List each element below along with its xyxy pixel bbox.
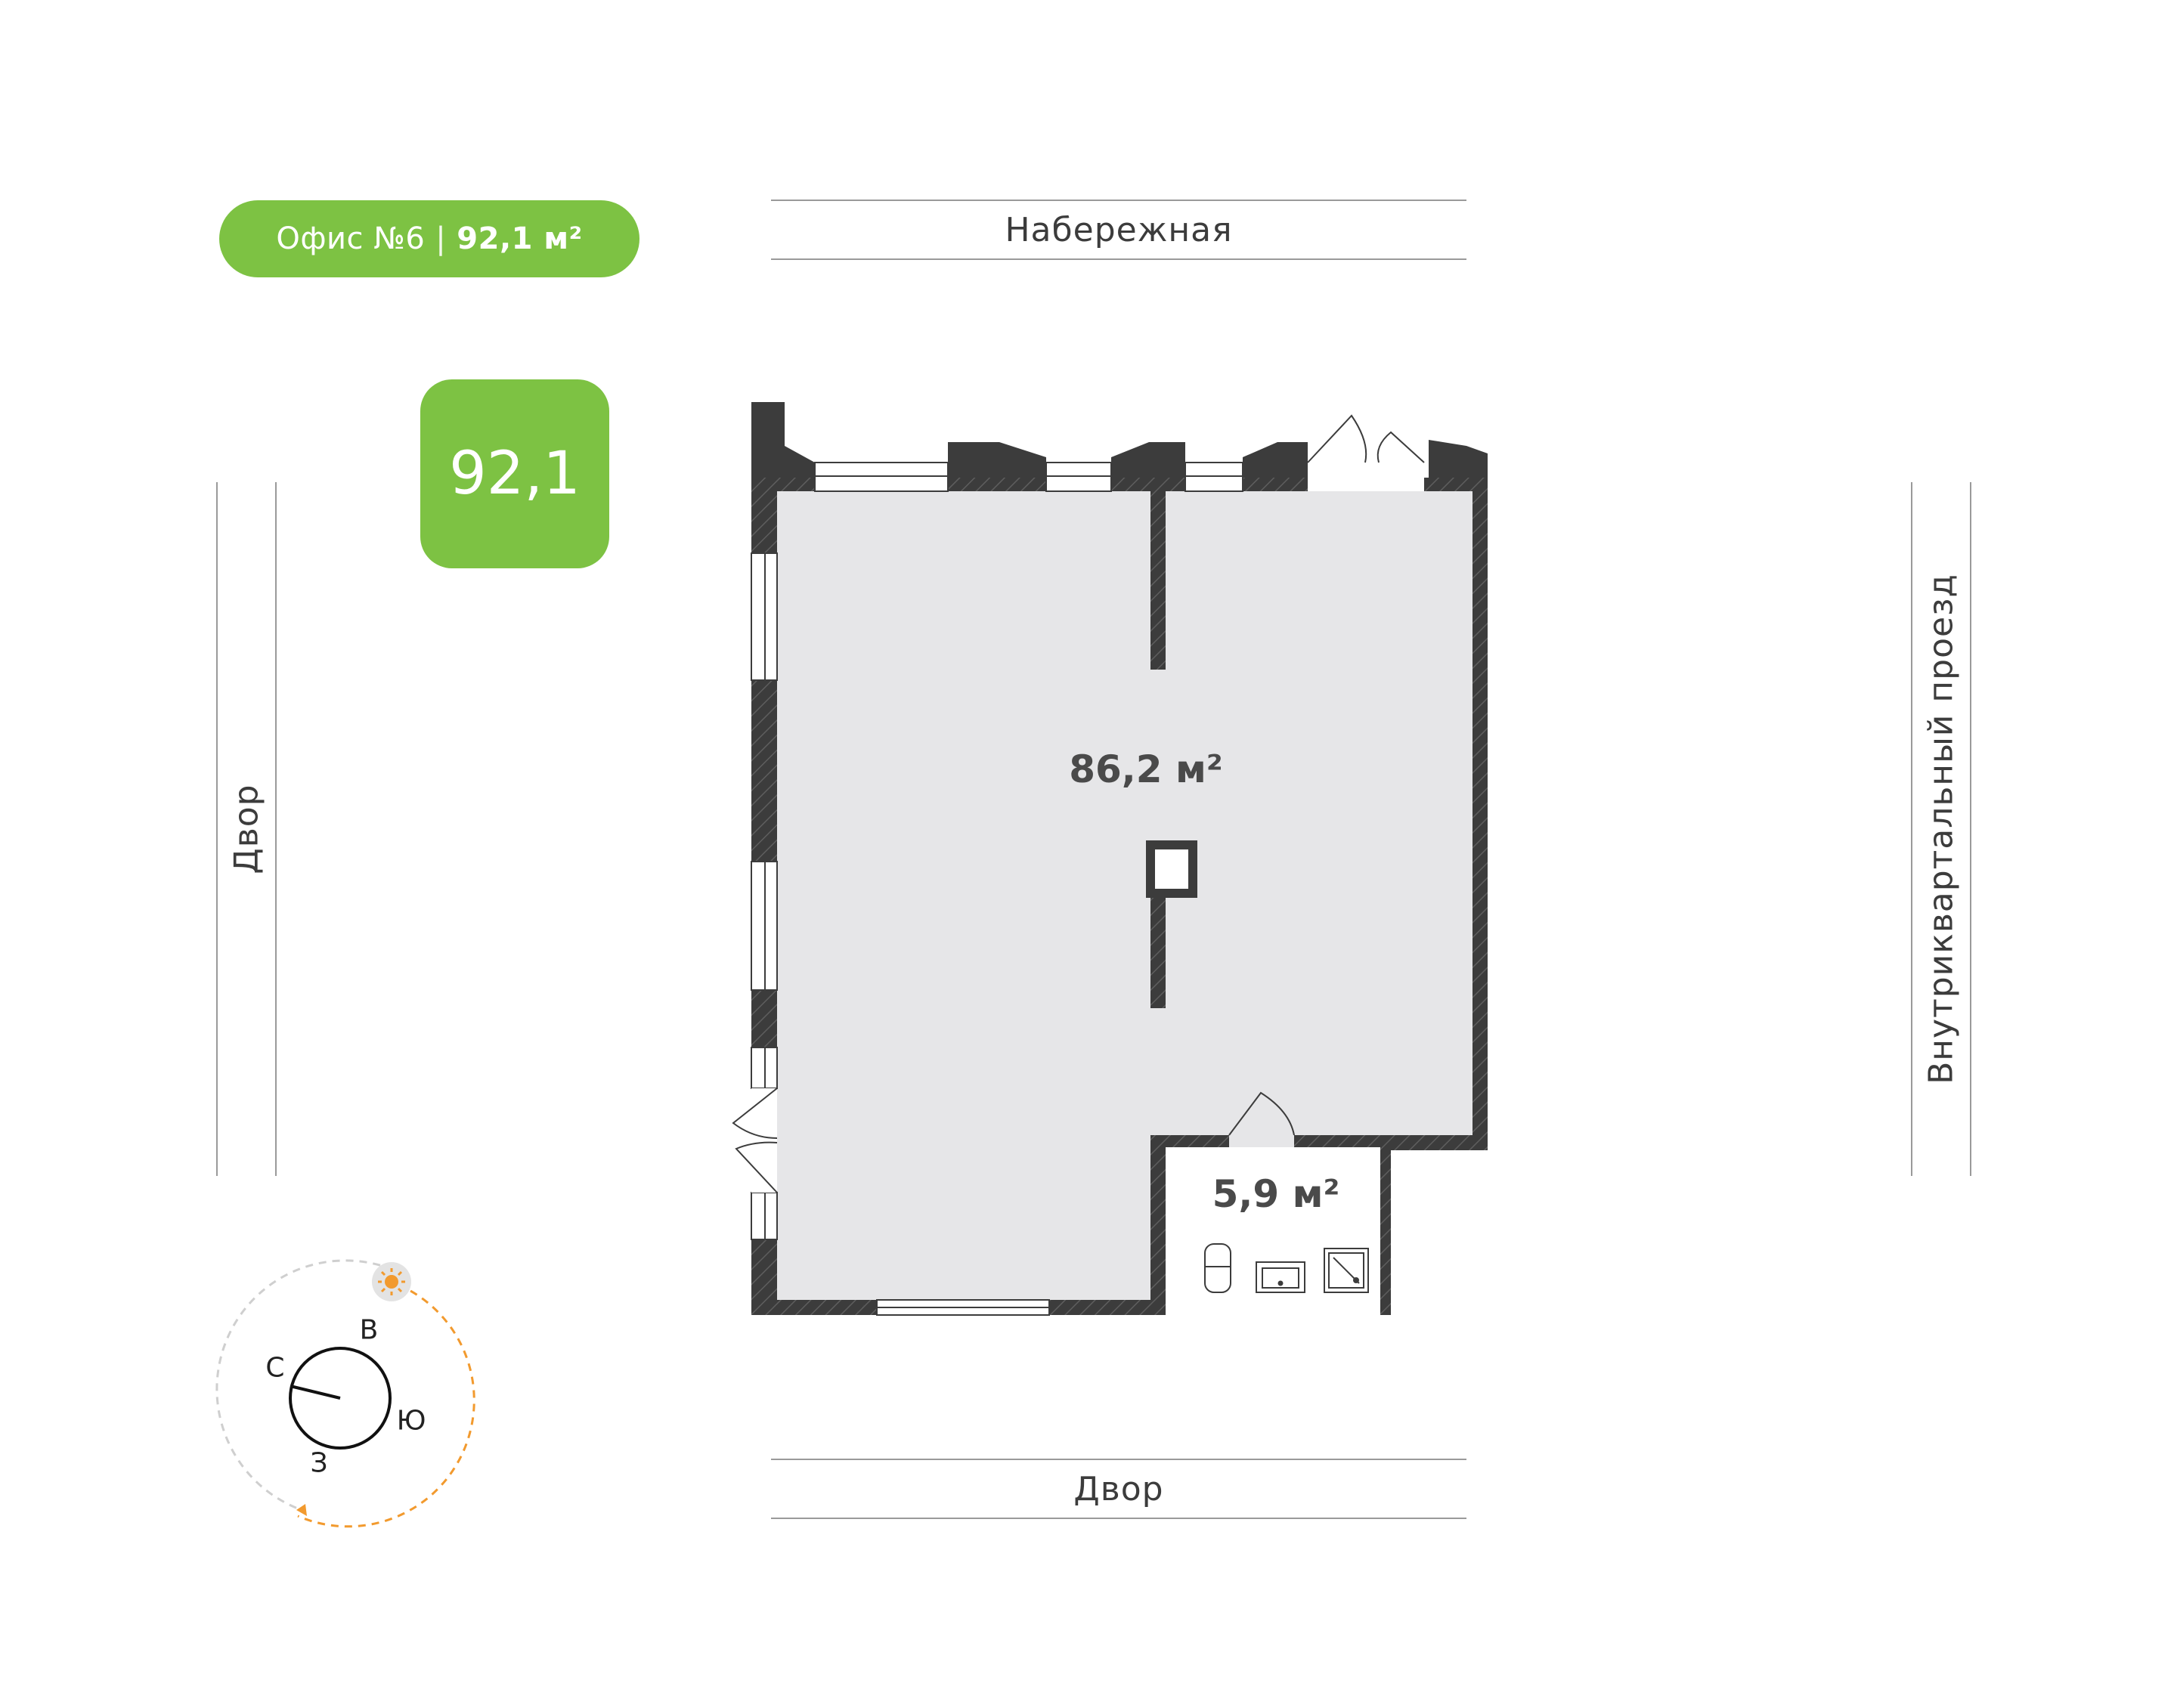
office-title-pill: Офис №6 | 92,1 м² xyxy=(219,200,639,277)
compass-east: В xyxy=(359,1314,379,1346)
compass-west: З xyxy=(310,1447,328,1479)
sun-path-orange xyxy=(297,1283,475,1528)
street-left: Двор xyxy=(216,482,277,1176)
sun-path-dashed xyxy=(215,1259,394,1510)
office-area-label: 92,1 м² xyxy=(457,221,583,256)
column xyxy=(1146,840,1197,898)
compass-needle xyxy=(290,1385,341,1400)
street-bottom: Двор xyxy=(771,1459,1466,1519)
title-separator: | xyxy=(435,221,447,256)
toilet-icon xyxy=(1204,1243,1231,1293)
area-badge: 92,1 xyxy=(420,379,609,568)
compass-north: С xyxy=(265,1352,285,1384)
main-room-area: 86,2 м² xyxy=(1069,747,1223,791)
area-badge-value: 92,1 xyxy=(449,440,581,508)
bathroom-area: 5,9 м² xyxy=(1212,1172,1340,1216)
walls xyxy=(751,402,1488,1315)
bathroom-fixtures xyxy=(1204,1243,1369,1293)
compass xyxy=(215,1259,475,1528)
office-label: Офис №6 xyxy=(276,221,426,256)
street-bottom-label: Двор xyxy=(1073,1469,1164,1508)
main-floor xyxy=(777,491,1472,1300)
windows xyxy=(751,462,1243,1316)
compass-dial xyxy=(289,1347,392,1450)
compass-south: Ю xyxy=(396,1405,426,1437)
street-top: Набережная xyxy=(771,200,1466,260)
street-top-label: Набережная xyxy=(1005,210,1233,249)
doors xyxy=(732,414,1425,1193)
street-right: Внутриквартальный проезд xyxy=(1911,482,1971,1176)
